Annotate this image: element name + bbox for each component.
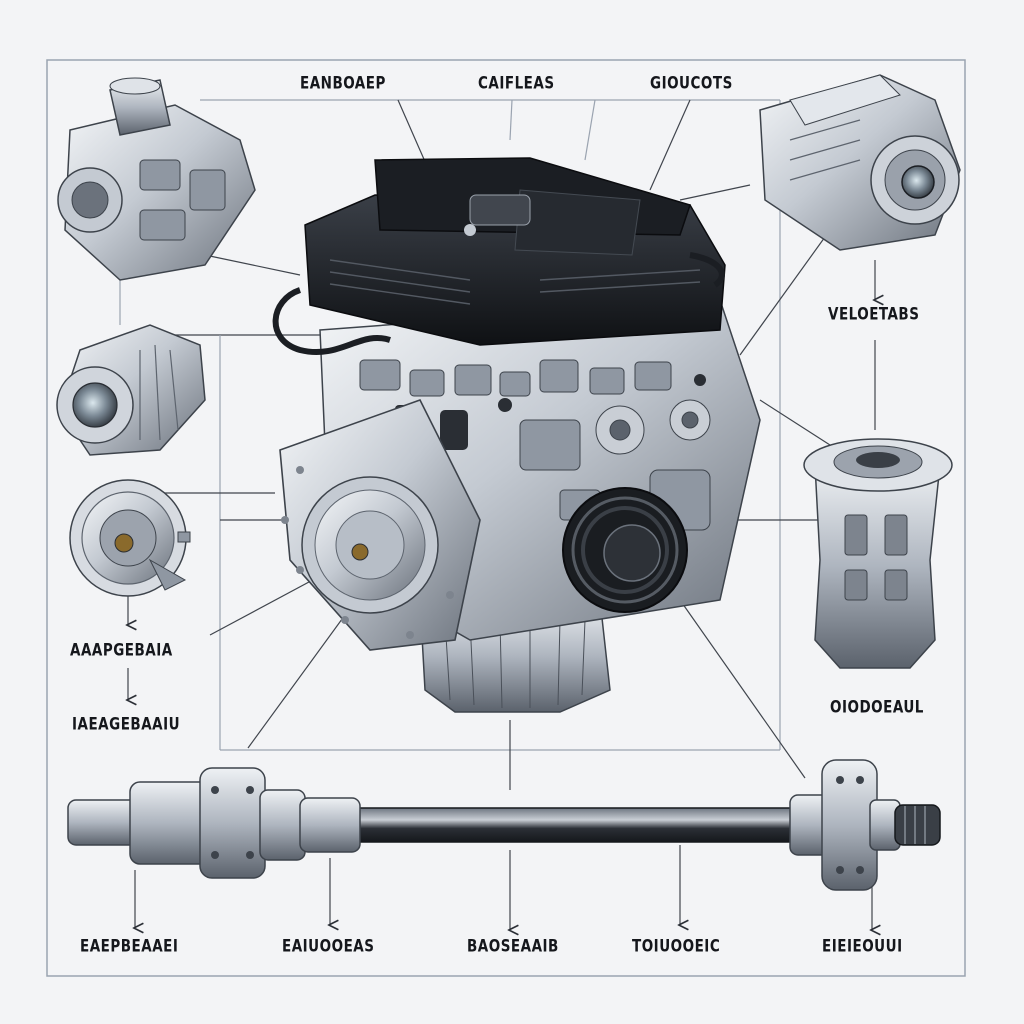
label-bottom-2: EAIUOOEAS	[282, 936, 375, 956]
label-bottom-1: EAEPBEAAEI	[80, 936, 179, 956]
alternator-icon	[56, 324, 206, 456]
label-top-right: GIOUCOTS	[650, 73, 733, 93]
label-bottom-3: BAOSEAAIB	[467, 936, 559, 956]
label-bottom-5: EIEIEOUUI	[822, 936, 903, 956]
differential-icon	[803, 438, 953, 669]
diagram-frame	[46, 59, 966, 977]
label-right-lower: OIODOEAUL	[830, 697, 924, 717]
pulley-icon	[69, 479, 191, 597]
label-left-lower: IAEAGEBAAIU	[72, 714, 181, 734]
engine-block-icon	[272, 157, 761, 713]
label-right-upper: VELOETABS	[828, 304, 920, 324]
transmission-housing-icon	[57, 77, 256, 281]
label-left-upper: AAAPGEBAIA	[70, 640, 173, 660]
compressor-icon	[759, 74, 961, 251]
drive-shaft-icon	[67, 759, 941, 891]
label-top-left: EANBOAEP	[300, 73, 386, 93]
label-bottom-4: TOIUOOEIC	[632, 936, 721, 956]
label-top-center: CAIFLEAS	[478, 73, 555, 93]
